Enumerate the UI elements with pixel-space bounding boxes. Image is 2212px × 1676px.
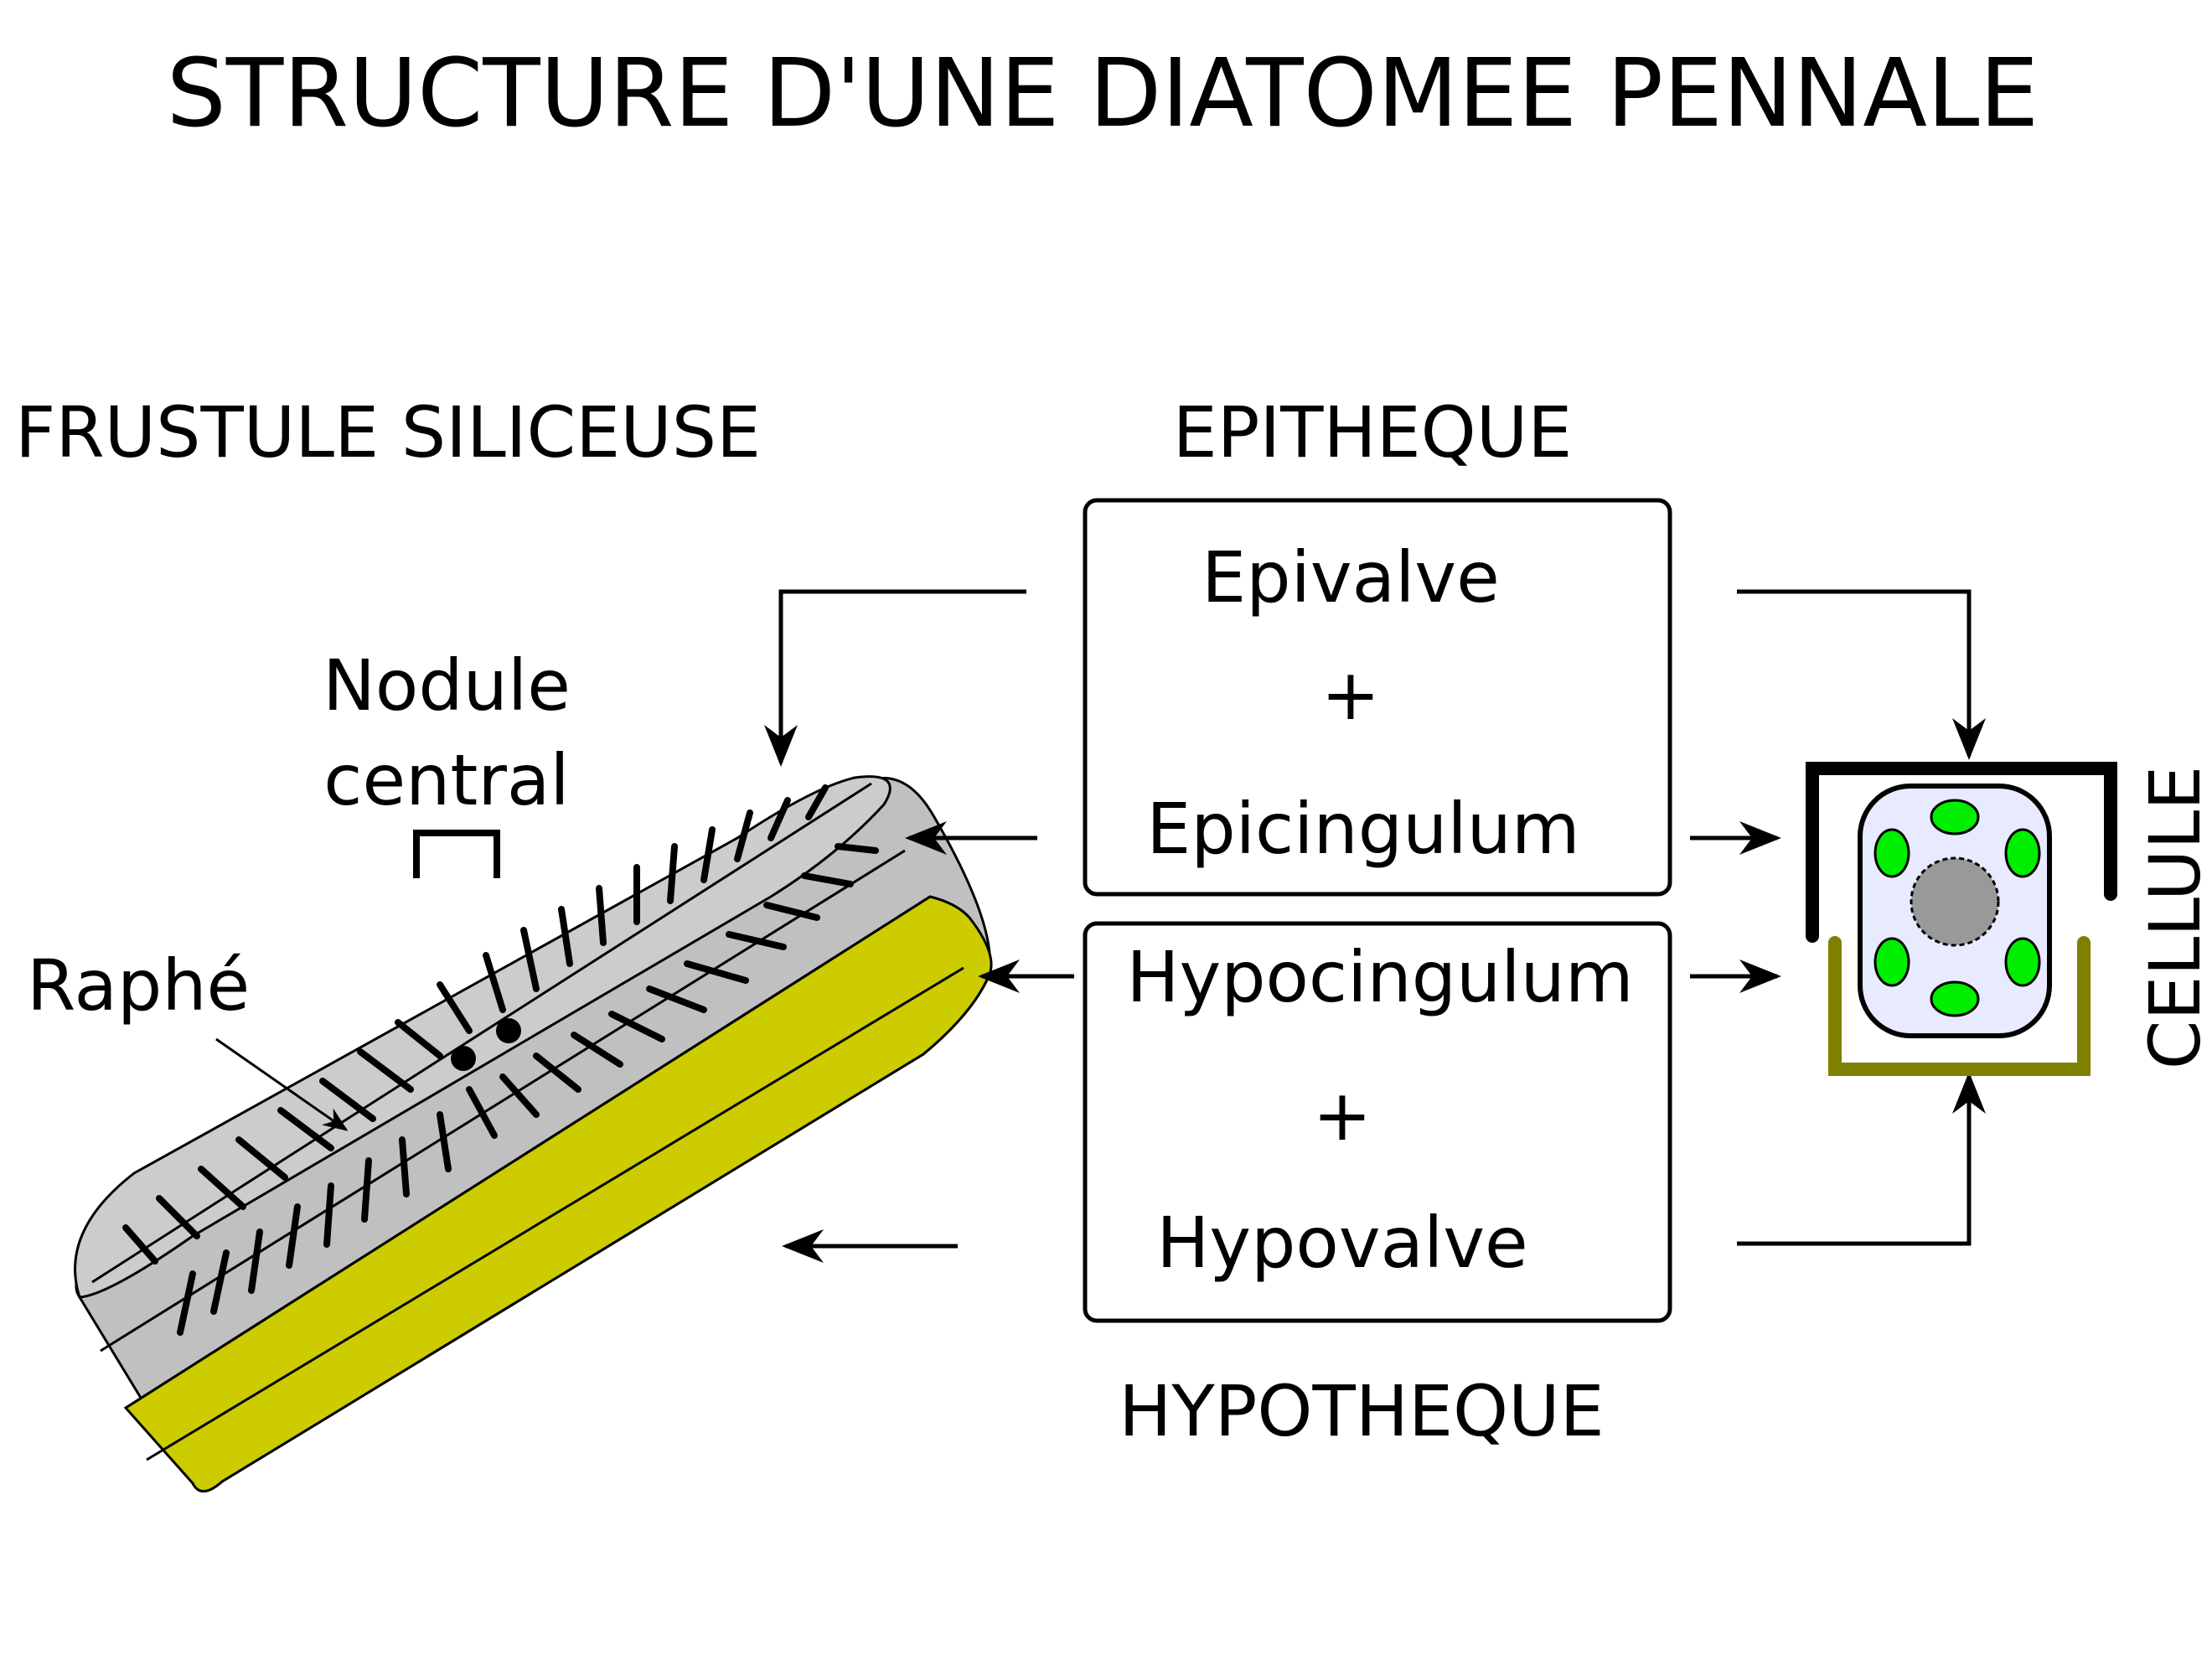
striae-upper xyxy=(122,784,829,1265)
hypovalve-label: Hypovalve xyxy=(1156,1202,1528,1284)
epivalve-face xyxy=(74,775,892,1299)
arrows xyxy=(764,589,1986,1263)
heading-frustule: FRUSTULE SILICEUSE xyxy=(15,391,761,473)
epitheque-plus: + xyxy=(1321,654,1380,736)
nodule-label-line2: central xyxy=(323,739,569,821)
striae-lower xyxy=(177,843,879,1336)
central-nodule-dot-1 xyxy=(451,1046,476,1071)
epicingulum-label: Epicingulum xyxy=(1146,788,1579,870)
hypotheque-plus: + xyxy=(1313,1074,1372,1156)
raphe-label: Raphé xyxy=(27,944,250,1027)
epitheque-frame xyxy=(1806,762,2117,943)
raphe-line xyxy=(91,782,872,1284)
hypocingulum-label: Hypocingulum xyxy=(1126,936,1633,1018)
cell-drawing xyxy=(1806,762,2117,1076)
chloroplast-upper-right xyxy=(2004,828,2041,878)
chloroplasts xyxy=(1873,799,2041,1017)
arrow-epivalve-to-cell xyxy=(1737,589,1986,760)
nodule-label-line1: Nodule xyxy=(323,644,571,727)
epivalve-label: Epivalve xyxy=(1202,536,1500,618)
nodule-bracket xyxy=(413,830,500,878)
chloroplast-lower-right xyxy=(2004,937,2041,987)
nucleus xyxy=(1910,856,2000,947)
raphe-pointer xyxy=(215,1037,349,1131)
chloroplast-lower-left xyxy=(1873,937,1910,987)
heading-epitheque: EPITHEQUE xyxy=(1173,391,1573,473)
diagram-title: STRUCTURE D'UNE DIATOMEE PENNALE xyxy=(167,39,2039,148)
chloroplast-bottom xyxy=(1930,980,1980,1017)
band-line-3 xyxy=(146,966,964,1461)
central-nodule-dot-2 xyxy=(496,1018,521,1043)
arrow-hypovalve-to-cell xyxy=(1737,1072,1986,1246)
frustule-drawing xyxy=(74,775,993,1492)
band-line-2 xyxy=(125,895,931,1410)
heading-cellule: CELLULE xyxy=(2134,766,2212,1070)
hypotheque-frame xyxy=(1828,936,2091,1076)
heading-hypotheque: HYPOTHEQUE xyxy=(1119,1370,1604,1452)
band-line-1 xyxy=(100,849,906,1353)
chloroplast-upper-left xyxy=(1873,828,1910,878)
chloroplast-top xyxy=(1930,799,1980,835)
hypotheque-box xyxy=(1083,921,1672,1323)
arrow-epivalve-to-frustule xyxy=(764,589,1026,767)
epitheque-box xyxy=(1083,498,1672,897)
